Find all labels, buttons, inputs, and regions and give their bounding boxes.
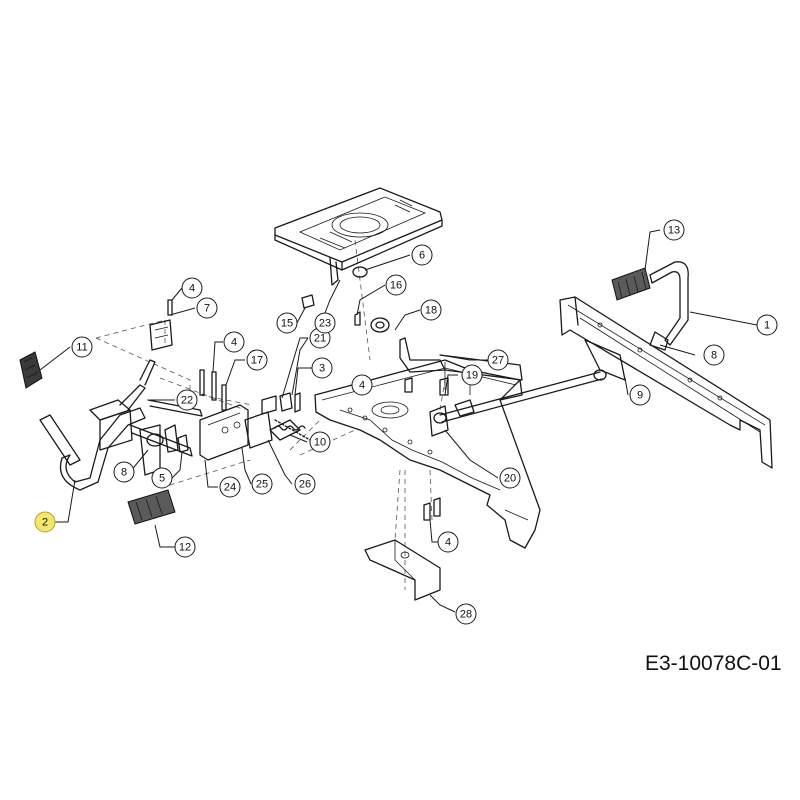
callout-3[interactable]: 3 — [311, 357, 333, 379]
callout-8[interactable]: 8 — [703, 344, 725, 366]
callout-11[interactable]: 11 — [71, 336, 93, 358]
callout-label: 8 — [121, 467, 127, 479]
cross-shaft — [429, 369, 607, 437]
callout-label: 19 — [466, 370, 478, 382]
bottom-cover-plate — [364, 539, 441, 601]
callout-16[interactable]: 16 — [385, 274, 407, 296]
callout-label: 25 — [256, 479, 268, 491]
callout-6[interactable]: 6 — [411, 244, 433, 266]
callout-label: 11 — [76, 342, 87, 354]
callout-4[interactable]: 4 — [351, 374, 373, 396]
callout-15[interactable]: 15 — [276, 312, 298, 334]
callout-label: 26 — [299, 479, 311, 491]
callout-label: 13 — [668, 225, 680, 237]
callout-9[interactable]: 9 — [629, 384, 651, 406]
callout-label: 15 — [281, 318, 293, 330]
drive-pedal-assembly — [611, 261, 689, 351]
callout-label: 21 — [314, 333, 326, 345]
drawing-number: E3-10078C-01 — [645, 652, 782, 675]
callout-label: 6 — [419, 250, 425, 262]
main-frame — [314, 359, 541, 549]
callout-2[interactable]: 2 — [34, 511, 56, 533]
callout-label: 4 — [445, 537, 451, 549]
brake-pedal-arm — [39, 399, 193, 491]
callout-10[interactable]: 10 — [309, 431, 331, 453]
callout-20[interactable]: 20 — [499, 467, 521, 489]
callout-4[interactable]: 4 — [223, 331, 245, 353]
pedal-pads — [19, 351, 176, 525]
callout-24[interactable]: 24 — [219, 476, 241, 498]
callout-label: 28 — [460, 609, 472, 621]
callout-26[interactable]: 26 — [294, 473, 316, 495]
callout-label: 4 — [359, 380, 365, 392]
callout-label: 16 — [390, 280, 402, 292]
callout-23[interactable]: 23 — [314, 312, 336, 334]
callout-label: 20 — [504, 473, 516, 485]
callout-label: 23 — [319, 318, 331, 330]
callout-4[interactable]: 4 — [437, 531, 459, 553]
callout-19[interactable]: 19 — [461, 364, 483, 386]
callout-label: 8 — [711, 350, 717, 362]
callout-bubbles: 1234444567889101112131516171819202122232… — [34, 219, 778, 625]
callout-18[interactable]: 18 — [420, 299, 442, 321]
callout-label: 24 — [224, 482, 236, 494]
callout-8[interactable]: 8 — [113, 461, 135, 483]
callout-1[interactable]: 1 — [756, 314, 778, 336]
callout-label: 4 — [231, 337, 237, 349]
pedal-linkage — [119, 319, 203, 453]
callout-label: 12 — [179, 542, 191, 554]
callout-label: 5 — [159, 473, 165, 485]
callout-7[interactable]: 7 — [196, 297, 218, 319]
callout-label: 4 — [189, 283, 195, 295]
callout-28[interactable]: 28 — [455, 603, 477, 625]
callout-label: 1 — [764, 320, 770, 332]
callout-label: 18 — [425, 305, 437, 317]
seat-mounting-plate — [274, 187, 443, 286]
callout-12[interactable]: 12 — [174, 536, 196, 558]
callout-label: 9 — [637, 390, 643, 402]
callout-label: 10 — [314, 437, 326, 449]
callout-label: 7 — [204, 303, 210, 315]
callout-25[interactable]: 25 — [251, 473, 273, 495]
callout-label: 22 — [181, 395, 193, 407]
callout-label: 17 — [251, 355, 263, 367]
callout-17[interactable]: 17 — [246, 349, 268, 371]
callout-13[interactable]: 13 — [663, 219, 685, 241]
callout-label: 2 — [42, 517, 48, 529]
callout-4[interactable]: 4 — [181, 277, 203, 299]
callout-label: 3 — [319, 363, 325, 375]
callout-5[interactable]: 5 — [151, 467, 173, 489]
callout-27[interactable]: 27 — [487, 349, 509, 371]
pedal-bracket — [199, 404, 311, 461]
right-frame-rail — [559, 296, 773, 469]
callout-label: 27 — [492, 355, 504, 367]
return-spring — [274, 425, 306, 431]
callout-22[interactable]: 22 — [176, 389, 198, 411]
